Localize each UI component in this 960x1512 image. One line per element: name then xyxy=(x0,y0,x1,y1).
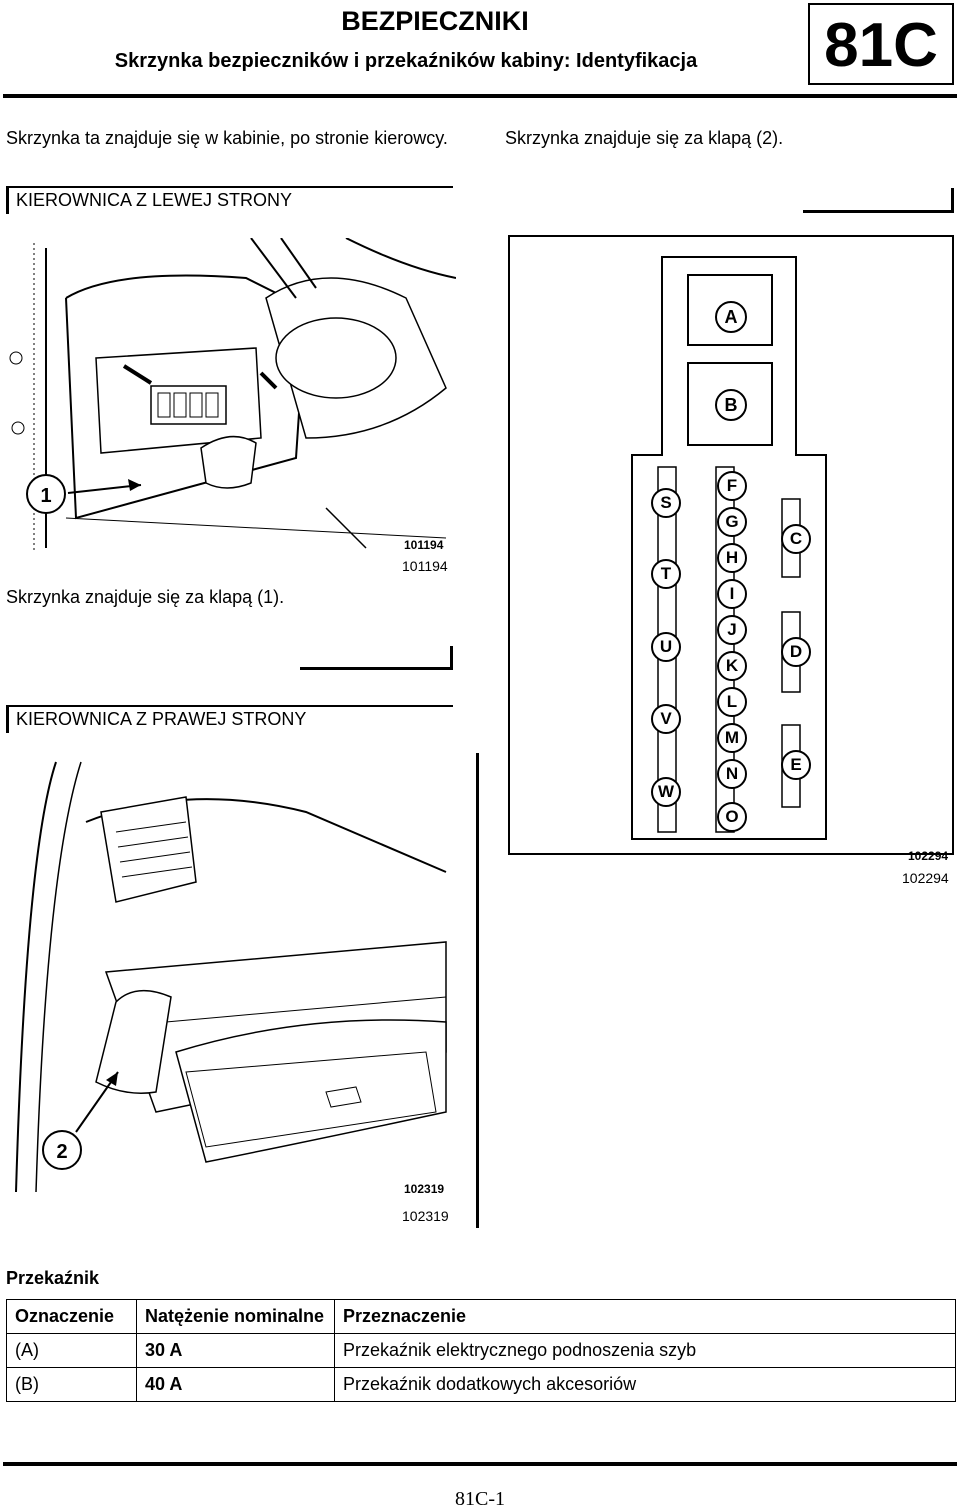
callout-1: 1 xyxy=(26,474,66,514)
relay-designation: (B) xyxy=(6,1367,137,1402)
section-rule-rhd xyxy=(6,705,453,707)
fuse-label-j: J xyxy=(717,615,747,645)
fuse-label-i: I xyxy=(717,579,747,609)
column-header-rating: Natężenie nominalne xyxy=(136,1299,335,1334)
fuse-label-n: N xyxy=(717,759,747,789)
relay-designation: (A) xyxy=(6,1333,137,1368)
section-code-badge: 81C xyxy=(808,3,954,85)
fuse-label-u: U xyxy=(651,632,681,662)
lhd-illustration: 1 101194 xyxy=(6,237,457,558)
section-heading-rhd: KIEROWNICA Z PRAWEJ STRONY xyxy=(16,709,307,729)
intro-text-left: Skrzynka ta znajduje się w kabinie, po s… xyxy=(6,128,448,148)
table-row: (B) 40 A Przekaźnik dodatkowych akcesori… xyxy=(6,1367,956,1402)
section-rule-right xyxy=(803,210,953,213)
fuse-label-w: W xyxy=(651,777,681,807)
relay-table-header-row: Oznaczenie Natężenie nominalne Przeznacz… xyxy=(6,1299,956,1334)
page-number: 81C-1 xyxy=(455,1488,505,1510)
relay-label-b: B xyxy=(715,389,747,421)
rhd-illustration: 2 102319 xyxy=(6,752,456,1200)
relay-rating: 30 A xyxy=(136,1333,335,1368)
fusebox-diagram: A B S T U V W F G H I J K L M N O C D E … xyxy=(508,235,954,863)
figure-ref-lhd: 101194 xyxy=(402,558,448,574)
fuse-label-d: D xyxy=(781,637,811,667)
fuse-label-v: V xyxy=(651,704,681,734)
section-rule-lhd-end xyxy=(300,667,452,670)
fuse-label-o: O xyxy=(717,802,747,832)
relay-heading: Przekaźnik xyxy=(6,1268,100,1288)
page-title: BEZPIECZNIKI xyxy=(341,6,529,36)
column-divider-rhd xyxy=(476,753,479,1228)
section-bracket-right xyxy=(951,188,954,213)
fuse-label-m: M xyxy=(717,723,747,753)
relay-rating: 40 A xyxy=(136,1367,335,1402)
header-divider xyxy=(3,94,957,98)
rhd-dashboard-drawing xyxy=(6,752,456,1200)
figure-ref-fusebox-inset: 102294 xyxy=(908,849,949,863)
fuse-label-k: K xyxy=(717,651,747,681)
footer-divider xyxy=(3,1462,957,1466)
figure-ref-fusebox: 102294 xyxy=(902,870,949,886)
figure-ref-rhd-inset: 102319 xyxy=(404,1182,445,1196)
column-header-purpose: Przeznaczenie xyxy=(334,1299,956,1334)
figure-ref-lhd-inset: 101194 xyxy=(404,538,444,552)
relay-table: Oznaczenie Natężenie nominalne Przeznacz… xyxy=(6,1299,956,1402)
section-heading-lhd: KIEROWNICA Z LEWEJ STRONY xyxy=(16,190,293,210)
relay-purpose: Przekaźnik dodatkowych akcesoriów xyxy=(334,1367,956,1402)
fuse-label-s: S xyxy=(651,488,681,518)
fuse-label-f: F xyxy=(717,471,747,501)
callout-2: 2 xyxy=(42,1130,82,1170)
relay-purpose: Przekaźnik elektrycznego podnoszenia szy… xyxy=(334,1333,956,1368)
caption-lhd: Skrzynka znajduje się za klapą (1). xyxy=(6,587,285,607)
table-row: (A) 30 A Przekaźnik elektrycznego podnos… xyxy=(6,1333,956,1368)
page-subtitle: Skrzynka bezpieczników i przekaźników ka… xyxy=(114,50,698,72)
fuse-label-c: C xyxy=(781,524,811,554)
section-rule-lhd xyxy=(6,186,453,188)
fuse-label-e: E xyxy=(781,750,811,780)
fuse-label-h: H xyxy=(717,543,747,573)
intro-text-right: Skrzynka znajduje się za klapą (2). xyxy=(505,128,784,148)
fuse-label-l: L xyxy=(717,687,747,717)
lhd-dashboard-drawing xyxy=(6,237,457,558)
relay-label-a: A xyxy=(715,301,747,333)
fuse-label-t: T xyxy=(651,559,681,589)
section-bracket-rhd xyxy=(6,705,9,733)
section-bracket-lhd-end xyxy=(450,646,453,670)
fuse-label-g: G xyxy=(717,507,747,537)
column-header-designation: Oznaczenie xyxy=(6,1299,137,1334)
figure-ref-rhd: 102319 xyxy=(402,1208,449,1224)
section-bracket-lhd xyxy=(6,186,9,214)
